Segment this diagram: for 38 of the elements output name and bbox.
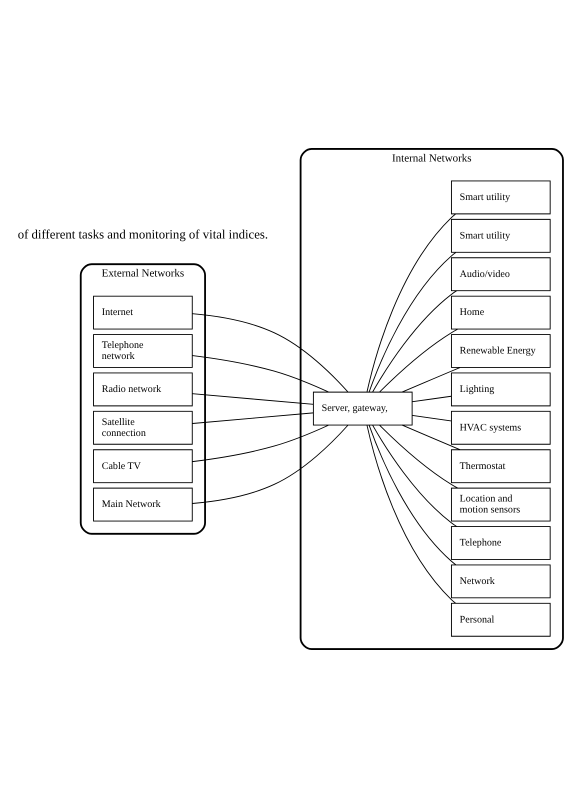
connector (192, 424, 329, 462)
node-box: Renewable Energy (450, 334, 551, 368)
connector (366, 424, 456, 604)
connector (192, 355, 329, 392)
node-box: HVAC systems (450, 410, 551, 445)
connector (192, 393, 314, 405)
node-box: Thermostat (450, 449, 551, 484)
node-box: Home (450, 296, 551, 330)
connector (402, 367, 460, 393)
connector (412, 415, 452, 422)
connector (366, 214, 456, 392)
connector (192, 412, 314, 424)
connector (412, 396, 452, 402)
node-box: Lighting (450, 372, 551, 406)
node-box: Audio/video (450, 257, 551, 292)
node-box: Radio network (93, 372, 193, 406)
node-box: Personal (450, 602, 551, 637)
connector (379, 424, 458, 489)
node-box: Satellite connection (93, 410, 193, 445)
connector (402, 424, 460, 450)
label: of different tasks and monitoring of vital indices. (18, 227, 268, 242)
node-box: Location and motion sensors (450, 488, 551, 522)
connector (192, 313, 348, 392)
connector (379, 328, 458, 392)
connector (368, 424, 456, 566)
connector (368, 252, 456, 392)
node-box: Server, gateway, (312, 392, 413, 426)
node-box: Internet (93, 296, 193, 330)
connector (372, 290, 458, 392)
node-box: Main Network (93, 488, 193, 522)
node-box: Network (450, 564, 551, 598)
connector (372, 424, 458, 527)
node-box: Telephone network (93, 334, 193, 368)
connector (192, 424, 348, 504)
node-box: Telephone (450, 526, 551, 560)
node-box: Smart utility (450, 218, 551, 253)
node-box: Cable TV (93, 449, 193, 484)
node-box: Smart utility (450, 180, 551, 214)
